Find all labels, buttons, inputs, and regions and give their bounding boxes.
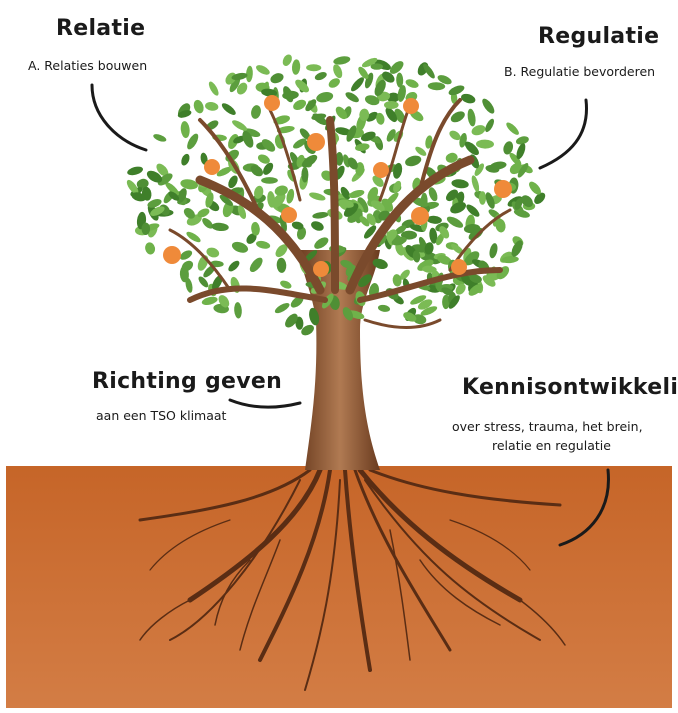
leaf <box>230 240 249 255</box>
richting-connector <box>230 400 300 407</box>
leaf <box>261 177 278 184</box>
kennis-line-2: relatie en regulatie <box>492 436 611 455</box>
leaf <box>348 188 366 199</box>
relatie-title: Relatie <box>56 16 145 41</box>
leaf <box>445 214 465 230</box>
leaf <box>312 235 330 251</box>
leaf <box>231 118 249 132</box>
leaf <box>180 153 191 167</box>
leaf <box>301 167 308 183</box>
leaf <box>126 165 144 177</box>
leaf <box>480 97 496 116</box>
fruit <box>307 133 325 151</box>
leaf <box>211 222 229 232</box>
leaf <box>144 241 156 255</box>
fruit <box>494 180 512 198</box>
leaf <box>377 304 390 313</box>
leaf <box>269 71 285 85</box>
fruit <box>403 98 419 114</box>
leaf <box>483 117 495 133</box>
leaf <box>247 255 265 274</box>
relatie-subtitle: A. Relaties bouwen <box>28 58 147 73</box>
richting-subtitle: aan een TSO klimaat <box>96 408 226 423</box>
leaf <box>291 59 300 75</box>
leaf <box>470 175 481 193</box>
fruit <box>313 261 329 277</box>
leaf <box>291 98 307 112</box>
leaf <box>226 174 239 190</box>
leaf <box>344 90 361 104</box>
leaf <box>315 90 334 103</box>
kennis-title: Kennisontwikkeling <box>462 375 678 400</box>
leaf <box>276 257 286 273</box>
leaf <box>261 161 275 177</box>
leaf <box>331 63 344 79</box>
leaf <box>255 240 271 250</box>
regulatie-subtitle: B. Regulatie bevorderen <box>504 64 655 79</box>
regulatie-title: Regulatie <box>538 24 659 49</box>
leaf <box>349 75 366 93</box>
leaf <box>428 82 446 91</box>
leaf <box>274 184 289 197</box>
leaf <box>476 139 494 148</box>
kennis-line-1: over stress, trauma, het brein, <box>452 417 643 436</box>
fruit <box>264 95 280 111</box>
leaf <box>234 302 243 319</box>
leaf <box>451 178 469 189</box>
fruit <box>373 162 389 178</box>
leaf <box>227 259 242 273</box>
leaf <box>404 78 419 90</box>
fruit <box>281 207 297 223</box>
leaf <box>152 133 167 144</box>
leaf <box>197 275 210 289</box>
leaf <box>207 80 220 97</box>
leaf <box>371 63 383 69</box>
leaf <box>504 121 520 137</box>
fruit <box>451 259 467 275</box>
leaf <box>273 301 291 315</box>
leaf <box>279 279 293 290</box>
relatie-connector <box>92 85 146 150</box>
fruit <box>163 246 181 264</box>
leaf <box>327 76 342 89</box>
leaf <box>180 121 191 139</box>
leaf <box>192 99 205 115</box>
leaf <box>466 108 476 127</box>
leaf <box>488 242 499 259</box>
leaf <box>460 92 477 105</box>
leaf <box>314 70 328 81</box>
leaf <box>306 64 321 71</box>
leaf <box>404 154 423 168</box>
leaf <box>255 63 272 77</box>
leaf <box>204 101 219 112</box>
leaf <box>250 104 262 119</box>
leaf <box>427 186 439 202</box>
leaf <box>384 101 399 109</box>
leaf <box>310 219 326 232</box>
fruit <box>411 207 429 225</box>
leaf <box>312 211 329 219</box>
regulatie-connector <box>540 100 587 168</box>
leaf <box>333 55 351 66</box>
richting-title: Richting geven <box>92 369 282 394</box>
leaf <box>281 53 294 68</box>
leaf <box>308 191 326 202</box>
fruit <box>204 159 220 175</box>
leaf <box>220 101 237 117</box>
